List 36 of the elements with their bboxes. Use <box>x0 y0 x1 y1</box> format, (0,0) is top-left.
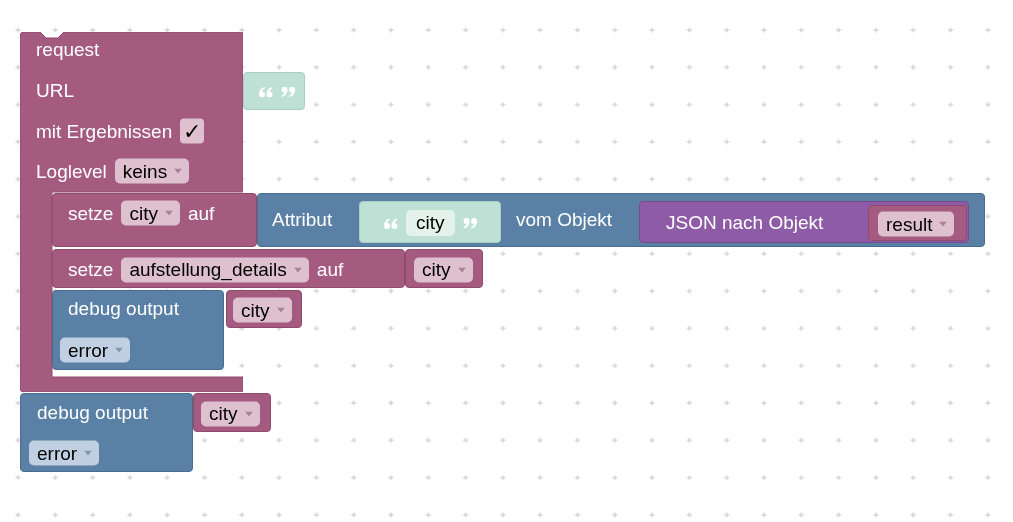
dropdown: city <box>121 200 180 226</box>
block-label: vom Objekt <box>516 209 613 231</box>
statement-block <box>52 249 405 288</box>
block-label: setze <box>68 202 114 224</box>
dropdown: aufstellung_details <box>121 257 309 282</box>
block-label: request <box>36 39 100 61</box>
statement-block <box>20 393 193 472</box>
string-block <box>359 201 501 243</box>
block-label: auf <box>187 202 215 224</box>
value-block <box>257 193 985 247</box>
dropdown: result <box>878 211 955 237</box>
block-label: auf <box>316 258 344 281</box>
checkbox: ✓ <box>180 118 205 144</box>
block-label: URL <box>36 80 74 102</box>
block-label: setze <box>68 258 114 281</box>
dropdown: error <box>29 440 100 466</box>
variable-block <box>405 249 483 288</box>
variable-block <box>193 393 271 432</box>
value-block <box>639 201 969 243</box>
block-label: Loglevel <box>36 160 107 182</box>
block-label: Attribut <box>272 209 333 231</box>
dropdown: error <box>60 337 131 363</box>
block-label: debug output <box>37 402 148 424</box>
variable-block <box>868 205 967 241</box>
block-label: JSON nach Objekt <box>666 212 824 234</box>
block-label: debug output <box>68 298 179 320</box>
string-block <box>243 72 305 110</box>
dropdown: city <box>414 257 473 282</box>
text-input-field: city <box>406 210 455 236</box>
block-label: mit Ergebnissen <box>36 120 173 142</box>
statement-block <box>52 193 257 247</box>
variable-block <box>226 290 302 328</box>
dropdown: keins <box>114 158 190 184</box>
statement-block <box>52 290 224 370</box>
dropdown: city <box>233 297 292 323</box>
dropdown: city <box>201 401 260 426</box>
